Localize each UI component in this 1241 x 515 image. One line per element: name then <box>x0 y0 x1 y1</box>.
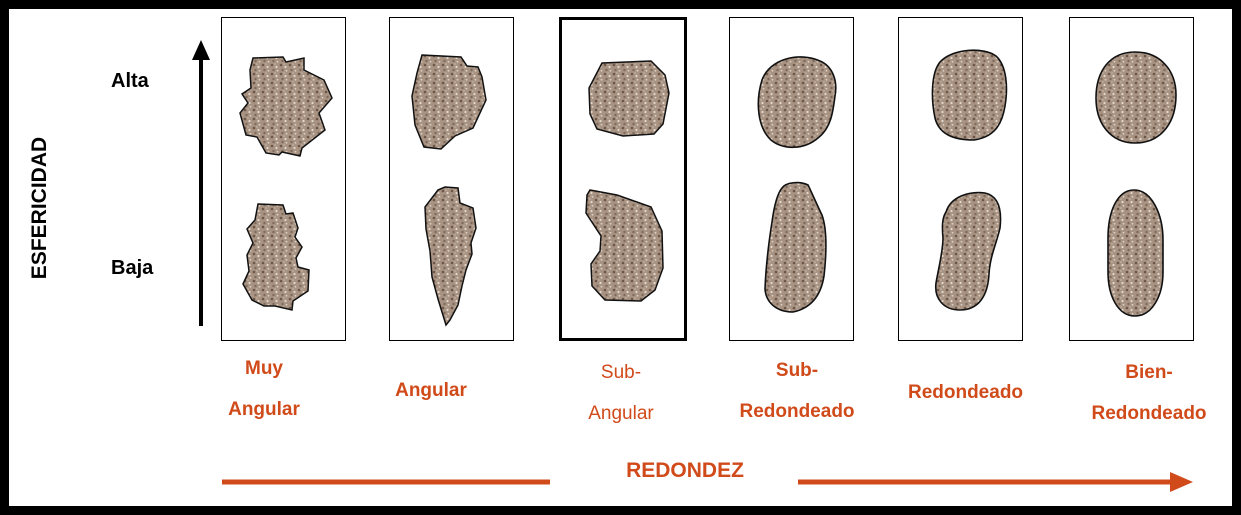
grain-redondeado-high <box>931 49 1008 141</box>
low-sphericity-label: Baja <box>111 257 154 279</box>
grain-angular-high <box>411 54 487 150</box>
label-angular: Angular <box>395 380 467 401</box>
label-muy-angular: Muy Angular <box>228 358 300 420</box>
grain-sub-redondeado-low <box>764 181 827 313</box>
roundness-arrow <box>222 472 1193 492</box>
grain-redondeado-low <box>935 191 1002 311</box>
grain-bien-redondeado-low <box>1107 189 1164 317</box>
grain-sub-angular-high <box>588 60 670 137</box>
sphericity-arrow <box>192 40 210 326</box>
label-sub-redondeado: Sub- Redondeado <box>739 360 855 422</box>
grain-muy-angular-high <box>239 56 333 157</box>
grain-muy-angular-low <box>242 203 310 311</box>
label-redondeado: Redondeado <box>907 382 1024 403</box>
label-bien-redondeado: Bien- Redondeado <box>1091 362 1207 424</box>
grain-bien-redondeado-high <box>1095 51 1177 144</box>
high-sphericity-label: Alta <box>111 70 149 92</box>
roundness-axis-title: REDONDEZ <box>626 459 744 482</box>
grain-sub-redondeado-high <box>757 56 837 149</box>
label-sub-angular: Sub- Angular <box>588 362 654 424</box>
grain-sub-angular-low <box>585 189 664 302</box>
grain-angular-low <box>424 186 477 327</box>
